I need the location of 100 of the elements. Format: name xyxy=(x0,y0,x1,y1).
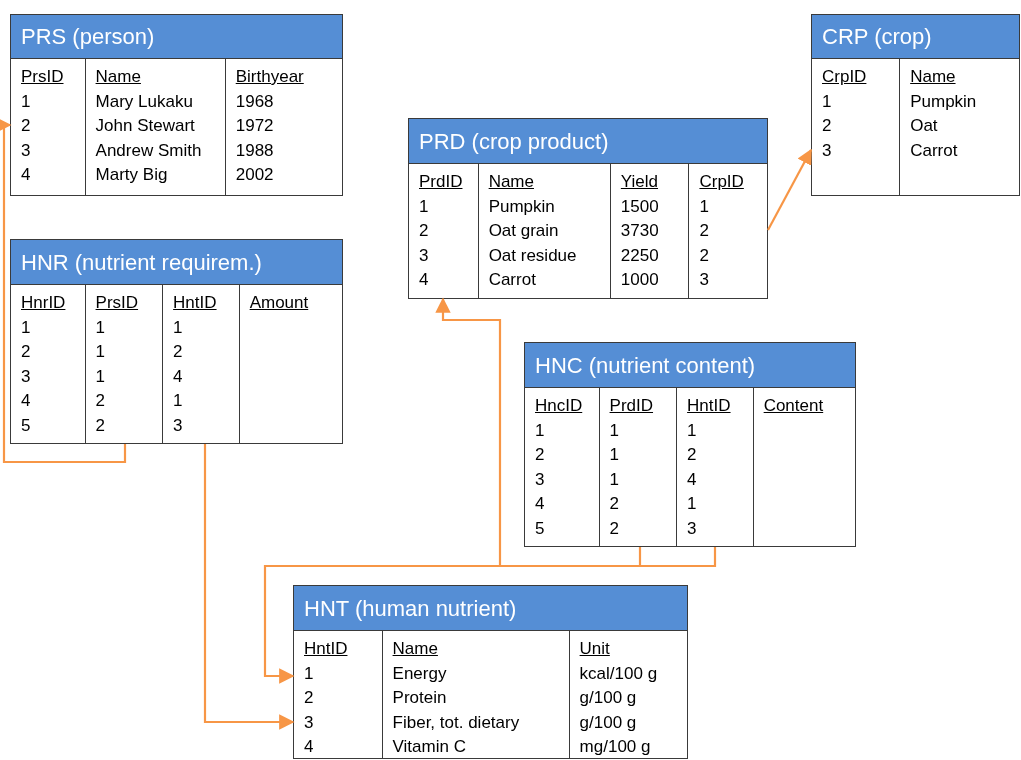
cell-value: Oat residue xyxy=(488,244,577,267)
cell-value: Andrew Smith xyxy=(95,139,202,162)
cell-value: 5 xyxy=(535,517,545,540)
cell-value: 4 xyxy=(687,468,697,491)
cell-value: 1 xyxy=(822,90,832,113)
table-title: HNT (human nutrient) xyxy=(304,594,517,623)
cell-value: 3 xyxy=(535,468,545,491)
cell-value: 1972 xyxy=(235,115,274,137)
table-title: HNR (nutrient requirem.) xyxy=(21,248,262,277)
cell-value: 2002 xyxy=(235,164,274,186)
cell-value: 2 xyxy=(822,115,832,137)
cell-value: 1 xyxy=(95,341,106,363)
cell-value: 1000 xyxy=(620,269,659,291)
cell-value: 2 xyxy=(535,444,545,466)
column-header: Unit xyxy=(579,638,610,660)
column-header: PrsID xyxy=(95,292,139,314)
cell-value: 2 xyxy=(687,444,697,466)
cell-value: 4 xyxy=(21,390,31,412)
cell-value: 4 xyxy=(21,164,31,186)
cell-value: 2 xyxy=(609,493,620,515)
column-header: Content xyxy=(763,395,824,417)
column-header: CrpID xyxy=(822,66,867,88)
table xyxy=(811,14,1020,196)
column-header: HntID xyxy=(173,292,217,314)
cell-value: 4 xyxy=(419,269,429,291)
column-header: Yield xyxy=(620,171,659,193)
arrow xyxy=(435,297,642,568)
table xyxy=(10,239,343,444)
cell-value: 2 xyxy=(21,341,31,363)
cell-value: Marty Big xyxy=(95,164,168,186)
cell-value: 3 xyxy=(419,244,429,267)
column-header: PrdID xyxy=(419,171,463,193)
arrow xyxy=(767,148,812,231)
cell-value: 3 xyxy=(699,269,709,291)
cell-value: 2 xyxy=(699,220,709,242)
cell-value: 1 xyxy=(95,316,106,339)
cell-value: 4 xyxy=(535,493,545,515)
cell-value: 3 xyxy=(687,517,697,540)
cell-value: 1968 xyxy=(235,90,274,113)
cell-value: g/100 g xyxy=(579,711,637,734)
column-header: Name xyxy=(910,66,956,88)
column-header: PrdID xyxy=(609,395,654,417)
cell-value: 5 xyxy=(21,414,31,437)
column-header: HntID xyxy=(687,395,731,417)
column-header: CrpID xyxy=(699,171,744,193)
cell-value: Mary Lukaku xyxy=(95,90,193,113)
cell-value: 1 xyxy=(21,316,31,339)
cell-value: 1 xyxy=(609,419,620,442)
cell-value: 1 xyxy=(173,390,183,412)
cell-value: 2 xyxy=(609,517,620,540)
cell-value: 1 xyxy=(699,195,709,218)
cell-value: 1 xyxy=(173,316,183,339)
cell-value: 2 xyxy=(304,687,314,709)
cell-value: Pumpkin xyxy=(910,90,977,113)
cell-value: 2 xyxy=(21,115,31,137)
cell-value: 1 xyxy=(419,195,429,218)
cell-value: 1 xyxy=(609,444,620,466)
cell-value: 1 xyxy=(609,468,620,491)
arrow xyxy=(203,444,295,730)
table-title: CRP (crop) xyxy=(822,23,932,51)
cell-value: 2 xyxy=(95,390,106,412)
cell-value: 3 xyxy=(173,414,183,437)
table xyxy=(10,14,343,196)
cell-value: 3730 xyxy=(620,220,659,242)
column-header: Name xyxy=(488,171,534,193)
cell-value: 3 xyxy=(822,139,832,162)
cell-value: Pumpkin xyxy=(488,195,555,218)
cell-value: 2 xyxy=(95,414,106,437)
column-header: HnrID xyxy=(21,292,66,314)
table xyxy=(293,585,688,759)
arrow xyxy=(263,547,717,684)
cell-value: 1 xyxy=(535,419,545,442)
cell-value: g/100 g xyxy=(579,687,637,709)
cell-value: 4 xyxy=(173,365,183,388)
cell-value: 1500 xyxy=(620,195,659,218)
cell-value: Oat grain xyxy=(488,220,559,242)
column-header: Amount xyxy=(249,292,309,314)
cell-value: 1 xyxy=(687,493,697,515)
table-title: PRS (person) xyxy=(21,23,155,51)
cell-value: John Stewart xyxy=(95,115,195,137)
arrow xyxy=(0,117,127,464)
cell-value: Vitamin C xyxy=(392,736,466,758)
cell-value: 1 xyxy=(687,419,697,442)
cell-value: 2 xyxy=(173,341,183,363)
cell-value: 1 xyxy=(95,365,106,388)
table-title: HNC (nutrient content) xyxy=(535,351,756,380)
column-header: Name xyxy=(392,638,438,660)
cell-value: Fiber, tot. dietary xyxy=(392,711,520,734)
cell-value: 1 xyxy=(304,662,314,685)
column-header: Name xyxy=(95,66,141,88)
cell-value: 3 xyxy=(304,711,314,734)
cell-value: 3 xyxy=(21,365,31,388)
table xyxy=(408,118,768,299)
cell-value: 1 xyxy=(21,90,31,113)
table xyxy=(524,342,856,547)
cell-value: Energy xyxy=(392,662,447,685)
cell-value: Protein xyxy=(392,687,447,709)
column-header: HncID xyxy=(535,395,583,417)
cell-value: Carrot xyxy=(910,139,958,162)
table-title: PRD (crop product) xyxy=(419,127,609,156)
